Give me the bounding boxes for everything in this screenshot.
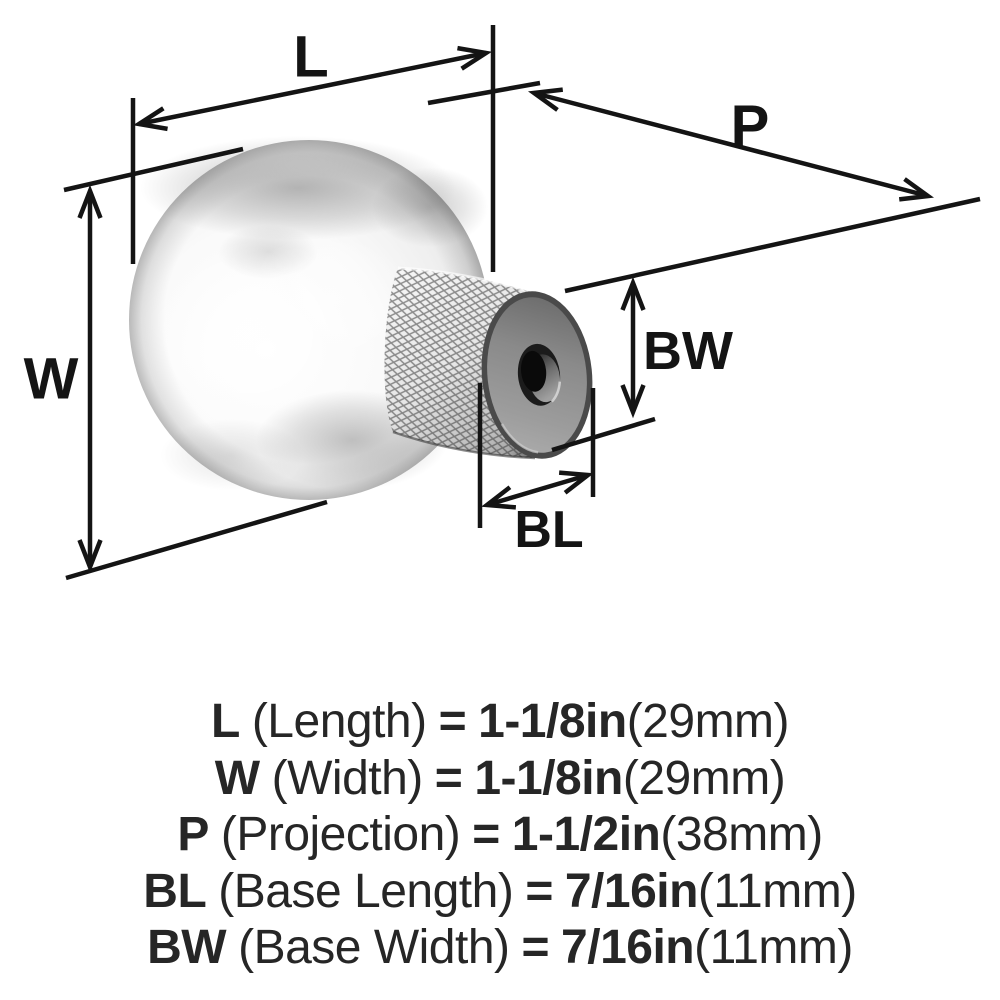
knob-illustration [129, 136, 593, 500]
w-extension-line-bottom [65, 499, 328, 581]
spec-imperial: 1-1/8in [474, 751, 623, 805]
spec-equals: = [434, 751, 463, 805]
spec-equals: = [472, 808, 500, 861]
spec-abbr: P [177, 808, 209, 861]
spec-abbr: BL [143, 864, 207, 918]
spec-imperial: 7/16in [561, 921, 695, 974]
dimension-length [130, 25, 496, 272]
label-base-width: BW [643, 321, 733, 381]
spec-line-length: L(Length)=1-1/8in(29mm) [0, 694, 1000, 751]
spec-equals: = [438, 695, 467, 748]
spec-metric: (38mm) [660, 808, 823, 861]
spec-name: (Base Length) [218, 864, 514, 918]
spec-name: (Projection) [220, 808, 461, 861]
front-plane-extension-line [564, 196, 981, 294]
spec-abbr: L [210, 695, 240, 748]
w-extension-line-top [63, 146, 244, 193]
spec-metric: (11mm) [697, 864, 857, 918]
diagram-canvas: L P W BW BL [24, 25, 981, 581]
l-dimension-arrow [132, 45, 493, 132]
p-extension-line-left [427, 80, 541, 106]
spec-imperial: 7/16in [564, 864, 699, 918]
spec-line-projection: P(Projection)=1-1/2in(38mm) [0, 807, 1000, 864]
label-projection: P [731, 94, 770, 159]
spec-imperial: 1-1/8in [478, 695, 627, 748]
spec-list: L(Length)=1-1/8in(29mm) W(Width)=1-1/8in… [0, 694, 1000, 977]
spec-metric: (11mm) [694, 921, 853, 974]
spec-line-base-length: BL(Base Length)=7/16in(11mm) [0, 864, 1000, 921]
spec-imperial: 1-1/2in [511, 808, 661, 861]
dimension-base-length [477, 383, 596, 528]
label-length: L [293, 25, 328, 90]
base-end-face [481, 291, 593, 459]
screw-hole [517, 343, 562, 406]
spec-equals: = [521, 921, 550, 974]
spec-metric: (29mm) [626, 695, 790, 748]
spec-equals: = [525, 864, 553, 918]
dimension-width [63, 146, 328, 581]
dimension-lines [63, 25, 981, 581]
dimension-base-width [551, 276, 656, 453]
spec-abbr: BW [147, 921, 227, 974]
spec-metric: (29mm) [622, 751, 786, 805]
dimension-projection [427, 80, 981, 294]
label-width: W [24, 347, 79, 412]
spec-name: (Base Width) [238, 921, 510, 974]
spec-line-width: W(Width)=1-1/8in(29mm) [0, 751, 1000, 808]
spec-abbr: W [214, 751, 260, 805]
p-dimension-arrow [527, 87, 935, 202]
spec-name: (Length) [251, 695, 427, 748]
bl-dimension-arrow [481, 470, 594, 510]
label-base-length: BL [514, 501, 583, 559]
spec-name: (Width) [271, 751, 424, 805]
bw-extension-line-bottom [551, 416, 656, 453]
spec-line-base-width: BW(Base Width)=7/16in(11mm) [0, 920, 1000, 977]
